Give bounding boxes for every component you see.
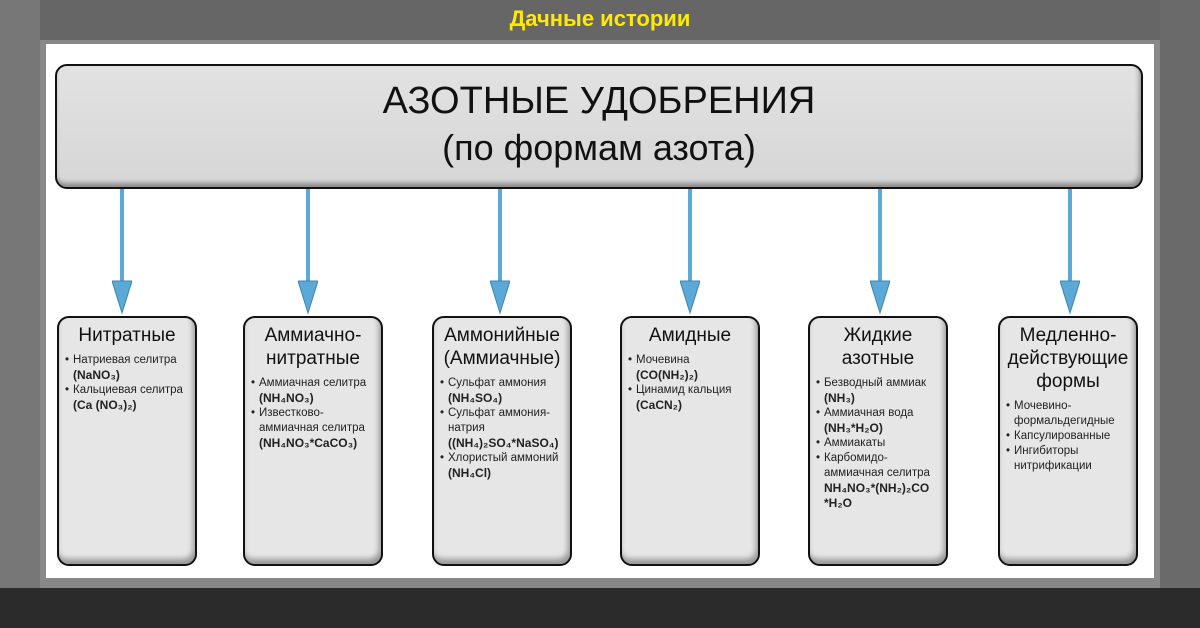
fertilizer-item: Мочевина (CO(NH₂)₂) (628, 353, 752, 383)
fertilizer-name: Хлористый аммоний (448, 452, 559, 464)
category-box: АмидныеМочевина(CO(NH₂)₂)Цинамид кальция… (620, 316, 760, 566)
fertilizer-item: Аммиачная вода (NH₃*H₂O) (816, 406, 940, 436)
fertilizer-name: Мочевина (636, 354, 690, 366)
frame-right (1160, 0, 1200, 628)
category-box: Жидкие азотныеБезводный аммиак(NH₃)Аммиа… (808, 316, 948, 566)
fertilizer-item: Капсулированные (1006, 429, 1130, 444)
arrow-down-icon (112, 189, 132, 315)
fertilizer-formula: (NH₄SO₄) (448, 391, 503, 405)
fertilizer-item: Известково-аммиачная селитра (NH₄NO₃*CaCO… (251, 406, 375, 451)
arrow-down-icon (1060, 189, 1080, 315)
frame-left (0, 0, 40, 628)
fertilizer-name: Карбомидо-аммиачная селитра (824, 452, 930, 479)
fertilizer-item: Натриевая селитра (NaNO₃) (65, 353, 189, 383)
category-box: НитратныеНатриевая селитра(NaNO₃)Кальцие… (57, 316, 197, 566)
arrow-down-icon (298, 189, 318, 315)
fertilizer-name: Аммиакаты (824, 437, 886, 449)
header-subtitle: (по формам азота) (442, 127, 756, 168)
arrow-down-icon (490, 189, 510, 315)
category-title: Аммонийные (Аммиачные) (443, 325, 561, 369)
fertilizer-formula: (NaNO₃) (73, 368, 120, 382)
fertilizer-name: Сульфат аммония (448, 377, 547, 389)
fertilizer-name: Известково-аммиачная селитра (259, 407, 365, 434)
category-title: Жидкие азотные (841, 325, 915, 369)
fertilizer-item: Аммиачная селитра (NH₄NO₃) (251, 376, 375, 406)
header-box: АЗОТНЫЕ УДОБРЕНИЯ (по формам азота) (55, 64, 1143, 189)
category-box: Аммиачно-нитратныеАммиачная селитра (NH₄N… (243, 316, 383, 566)
fertilizer-item: Аммиакаты (816, 436, 940, 451)
fertilizer-formula: NH₄NO₃*(NH₂)₂CO *H₂O (824, 481, 930, 510)
fertilizer-name: Кальциевая селитра (73, 384, 183, 396)
category-title: Нитратные (78, 325, 176, 346)
fertilizer-formula: (NH₄NO₃) (259, 391, 314, 405)
category-box: Аммонийные (Аммиачные) Сульфат аммония (NH… (432, 316, 572, 566)
fertilizer-name: Натриевая селитра (73, 354, 177, 366)
site-title: Дачные истории (509, 6, 691, 31)
fertilizer-item: Хлористый аммоний (NH₄Cl) (440, 451, 564, 481)
fertilizer-item: Ингибиторы нитрификации (1006, 444, 1130, 474)
arrow-down-icon (870, 189, 890, 315)
fertilizer-name: Безводный аммиак (824, 377, 927, 389)
fertilizer-item: Мочевино-формальдегидные (1006, 399, 1130, 429)
fertilizer-item: Кальциевая селитра (Ca (NO₃)₂) (65, 383, 189, 413)
fertilizer-name: Мочевино-формальдегидные (1014, 400, 1115, 427)
fertilizer-name: Цинамид кальция (636, 384, 732, 396)
header-title: АЗОТНЫЕ УДОБРЕНИЯ (382, 80, 816, 122)
fertilizer-formula: (NH₃) (824, 391, 855, 405)
fertilizer-formula: ((NH₄)₂SO₄*NaSO₄) (448, 436, 559, 450)
fertilizer-item: Сульфат аммония (NH₄SO₄) (440, 376, 564, 406)
fertilizer-name: Сульфат аммония-натрия (448, 407, 551, 434)
category-title: Амидные (648, 325, 732, 346)
frame-bottom (0, 588, 1200, 628)
category-title: Медленно-действующие формы (1007, 325, 1129, 392)
fertilizer-item: Цинамид кальция (CaCN₂) (628, 383, 752, 413)
category-title: Аммиачно-нитратные (264, 325, 362, 369)
fertilizer-item: Карбомидо-аммиачная селитраNH₄NO₃*(NH₂)₂… (816, 451, 940, 511)
category-box: Медленно-действующие формыМочевино-форма… (998, 316, 1138, 566)
fertilizer-formula: (NH₄Cl) (448, 466, 492, 480)
fertilizer-item: Безводный аммиак (NH₃) (816, 376, 940, 406)
fertilizer-name: Ингибиторы нитрификации (1014, 445, 1092, 472)
fertilizer-name: Аммиачная селитра (259, 377, 367, 389)
arrow-down-icon (680, 189, 700, 315)
fertilizer-name: Аммиачная вода (824, 407, 914, 419)
fertilizer-formula: (CaCN₂) (636, 398, 682, 412)
fertilizer-formula: (NH₄NO₃*CaCO₃) (259, 436, 358, 450)
fertilizer-formula: (Ca (NO₃)₂) (73, 398, 137, 412)
fertilizer-name: Капсулированные (1014, 430, 1111, 442)
fertilizer-formula: (NH₃*H₂O) (824, 421, 883, 435)
fertilizer-item: Сульфат аммония-натрия ((NH₄)₂SO₄*NaSO₄) (440, 406, 564, 451)
fertilizer-formula: (CO(NH₂)₂) (636, 368, 698, 382)
